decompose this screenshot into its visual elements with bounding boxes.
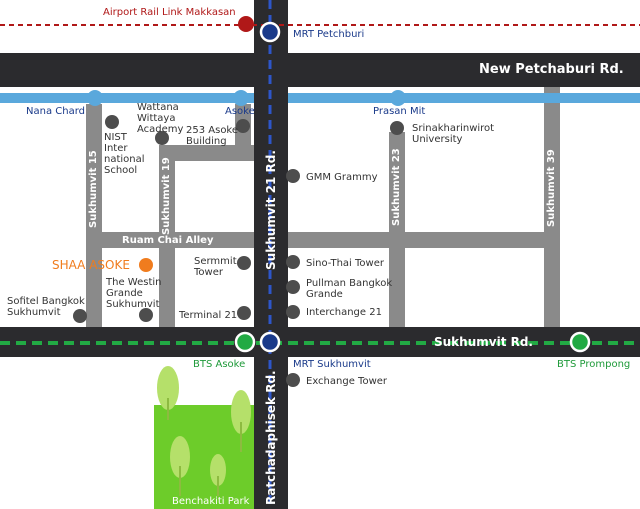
- prasan-mit-label: Prasan Mit: [373, 106, 426, 117]
- pullman-label: Pullman Bangkok Grande: [306, 278, 393, 300]
- soi-23-label: Sukhumvit 23: [391, 148, 402, 226]
- exchange-tower-label: Exchange Tower: [306, 376, 388, 387]
- swu-marker-icon[interactable]: [390, 121, 404, 135]
- sermmit-label: Sermmit Tower: [194, 256, 237, 278]
- asoke-station[interactable]: [233, 90, 249, 106]
- soi-23-road: [389, 132, 405, 328]
- soi-39-road: [544, 80, 560, 328]
- minor-roads: [86, 80, 560, 328]
- interchange21-marker-icon[interactable]: [286, 305, 300, 319]
- asoke-label: Asoke: [225, 106, 255, 117]
- benchakiti-park-label: Benchakiti Park: [172, 496, 250, 507]
- prasan-mit-station[interactable]: [390, 90, 406, 106]
- arl-makkasan-station[interactable]: [238, 16, 254, 32]
- soi-39-label: Sukhumvit 39: [546, 149, 557, 227]
- gmm-label: GMM Grammy: [306, 172, 378, 183]
- shaa-asoke-marker-icon[interactable]: [139, 258, 153, 272]
- interchange21-label: Interchange 21: [306, 307, 382, 318]
- asoke-lane-road: [159, 145, 259, 161]
- new-petchaburi-label: New Petchaburi Rd.: [479, 62, 624, 77]
- terminal21-label: Terminal 21: [179, 310, 238, 321]
- ratchadaphisek-label: Ratchadaphisek Rd.: [264, 370, 278, 505]
- exchange-tower-marker-icon[interactable]: [286, 373, 300, 387]
- nana-chard-station[interactable]: [87, 90, 103, 106]
- nana-chard-label: Nana Chard: [26, 106, 85, 117]
- ruam-chai-label: Ruam Chai Alley: [122, 235, 214, 246]
- sukhumvit-21-label: Sukhumvit 21 Rd.: [264, 150, 278, 270]
- sofitel-label: Sofitel Bangkok Sukhumvit: [7, 296, 85, 318]
- terminal21-marker-icon[interactable]: [237, 306, 251, 320]
- pullman-marker-icon[interactable]: [286, 280, 300, 294]
- sermmit-marker-icon[interactable]: [237, 256, 251, 270]
- ruam-chai-road: [86, 232, 560, 248]
- soi-19-label: Sukhumvit 19: [161, 157, 172, 235]
- nist-marker-icon[interactable]: [105, 115, 119, 129]
- mrt-petchburi-label: MRT Petchburi: [293, 29, 365, 40]
- soi-15-road: [86, 104, 102, 328]
- asoke253-marker-icon[interactable]: [236, 119, 250, 133]
- wattana-marker-icon[interactable]: [155, 131, 169, 145]
- bts-prompong-label: BTS Prompong: [557, 359, 631, 370]
- nist-label: NIST Inter national School: [104, 132, 145, 176]
- asoke253-label: 253 Asoke Building: [186, 125, 239, 147]
- sino-thai-label: Sino-Thai Tower: [306, 258, 384, 269]
- sukhumvit-road-label: Sukhumvit Rd.: [434, 335, 533, 349]
- wattana-label: Wattana Wittaya Academy: [137, 102, 184, 135]
- park-trees: [157, 366, 251, 496]
- sofitel-marker-icon[interactable]: [73, 309, 87, 323]
- mrt-sukhumvit-label: MRT Sukhumvit: [293, 359, 371, 370]
- mrt-petchburi-station[interactable]: [259, 21, 281, 43]
- bts-asoke-station[interactable]: [234, 331, 256, 353]
- new-petchaburi-road: [0, 53, 640, 87]
- swu-label: Srinakharinwirot University: [412, 123, 495, 145]
- airport-blue-line: [0, 93, 640, 103]
- bts-prompong-station[interactable]: [569, 331, 591, 353]
- arl-makkasan-label: Airport Rail Link Makkasan: [103, 7, 236, 18]
- mrt-sukhumvit-station[interactable]: [259, 331, 281, 353]
- shaa-asoke-label[interactable]: SHAA ASOKE: [52, 258, 130, 272]
- gmm-marker-icon[interactable]: [286, 169, 300, 183]
- sino-thai-marker-icon[interactable]: [286, 255, 300, 269]
- soi-15-label: Sukhumvit 15: [88, 150, 99, 228]
- bts-asoke-label: BTS Asoke: [193, 359, 246, 370]
- westin-marker-icon[interactable]: [139, 308, 153, 322]
- westin-label: The Westin Grande Sukhumvit: [106, 277, 162, 310]
